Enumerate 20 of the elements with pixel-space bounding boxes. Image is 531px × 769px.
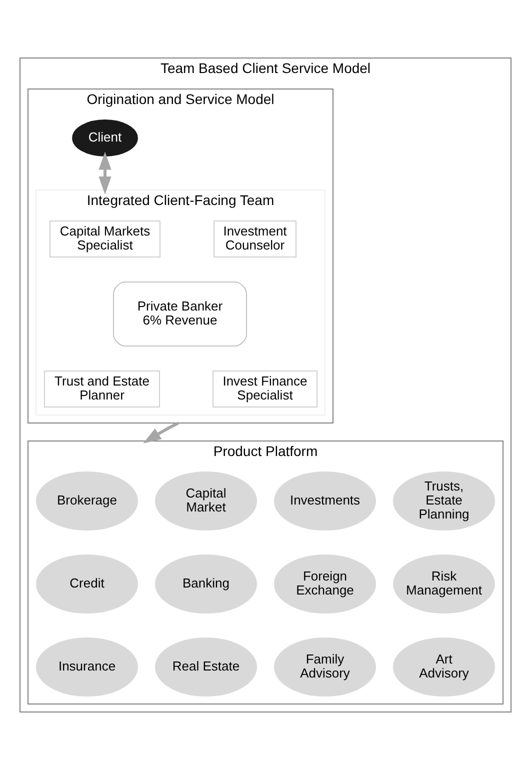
node-ellipse: Credit [36,554,138,613]
node-box: Invest Finance Specialist [212,370,318,407]
node-ellipse: Insurance [36,637,138,696]
node-box: Trust and Estate Planner [44,370,160,407]
node-ellipse: Brokerage [36,471,138,530]
arrow [143,421,180,443]
node-ellipse: Capital Market [155,471,257,530]
node-box: Investment Counselor [214,220,296,257]
node-ellipse: Family Advisory [274,637,376,696]
node-box: Private Banker 6% Revenue [113,281,247,346]
node-ellipse: Investments [274,471,376,530]
node-ellipse: Client [72,119,138,156]
arrow [98,151,112,194]
node-ellipse: Banking [155,554,257,613]
node-box: Capital Markets Specialist [50,220,160,257]
node-ellipse: Trusts, Estate Planning [393,471,495,530]
node-ellipse: Real Estate [155,637,257,696]
node-ellipse: Risk Management [393,554,495,613]
node-ellipse: Foreign Exchange [274,554,376,613]
node-ellipse: Art Advisory [393,637,495,696]
